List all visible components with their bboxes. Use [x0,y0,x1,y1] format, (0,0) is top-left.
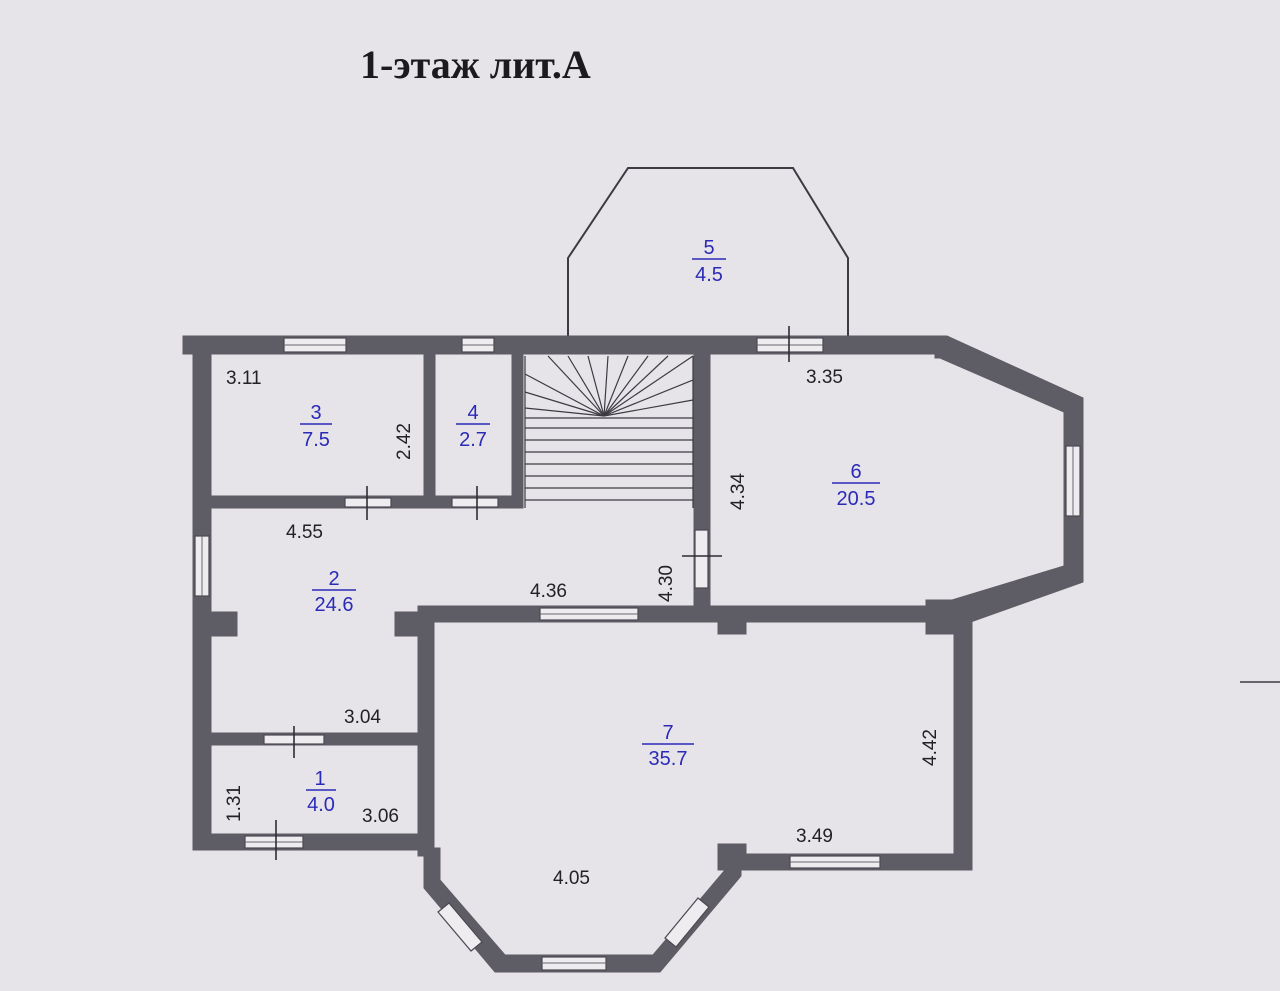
dimension-label: 4.42 [920,729,941,766]
dimension-label: 1.31 [224,785,245,822]
stair-step [603,355,649,417]
room-label-4: 4 2.7 [456,402,490,451]
dimension-label: 4.30 [656,565,677,602]
room-label-7: 7 35.7 [642,722,694,770]
room-6-number: 6 [850,461,861,483]
plan-title: 1-этаж лит.А [360,42,591,87]
stair-step [524,391,605,417]
room-4-area: 2.7 [459,429,487,451]
dimension-label: 3.11 [226,368,262,389]
stair-step [603,355,629,417]
windows [194,337,1081,971]
room-label-3: 3 7.5 [300,402,332,451]
room-label-5: 5 4.5 [692,237,726,286]
room-7-area: 35.7 [649,748,688,770]
stair-step [603,355,669,417]
stair-step [603,399,694,417]
room-6-area: 20.5 [837,488,876,510]
stair-step [547,355,605,417]
dimension-label: 4.36 [530,581,567,602]
room-3-area: 7.5 [302,429,330,451]
bay-outline [567,167,849,338]
room-1-number: 1 [314,768,325,790]
dimension-label: 3.04 [344,707,381,728]
room-5-area: 4.5 [695,264,723,286]
interior-walls [192,335,959,857]
stair-step [567,355,605,417]
room-7-number: 7 [662,722,673,744]
dimension-label: 4.34 [728,473,749,510]
stair-step [587,355,605,417]
dimension-label: 4.05 [553,868,590,889]
dimension-label: 3.35 [806,367,843,388]
stair-step [603,355,609,417]
dimension-label: 3.06 [362,806,399,827]
dimension-label: 3.49 [796,826,833,847]
room-label-1: 1 4.0 [306,768,336,816]
stair-step [603,379,694,417]
staircase [524,355,694,508]
dimension-label: 4.55 [286,522,323,543]
stair-step [603,355,694,417]
room-label-2: 2 24.6 [312,568,356,616]
room-label-6: 6 20.5 [832,461,880,510]
dimension-label: 2.42 [394,423,415,460]
stair-step [524,407,605,417]
room-2-number: 2 [328,568,339,590]
room-5-number: 5 [703,237,714,259]
room-2-area: 24.6 [315,594,354,616]
room-1-area: 4.0 [307,794,335,816]
stair-step [524,373,605,417]
room-3-number: 3 [310,402,321,424]
room-4-number: 4 [467,402,478,424]
doors [275,326,790,860]
